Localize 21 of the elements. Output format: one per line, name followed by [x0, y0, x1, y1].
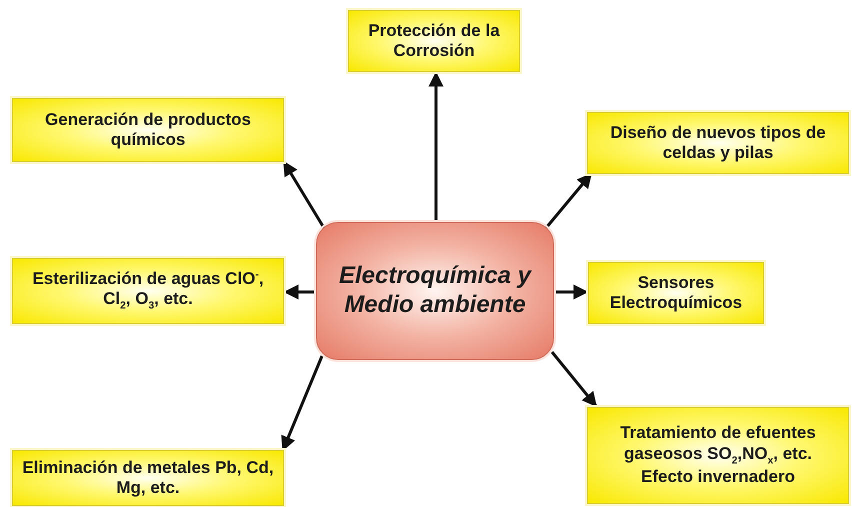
- arrow: [428, 72, 444, 222]
- arrow: [282, 160, 326, 229]
- arrow: [550, 351, 598, 408]
- topic-label: Generación de productos químicos: [44, 110, 252, 150]
- topic-label: Diseño de nuevos tipos de celdas y pilas: [609, 122, 827, 164]
- topic-label: Esterilización de aguas ClO$^{-}$, Cl$_{2}$, O$_{3}$, etc.: [31, 268, 265, 313]
- topic-box: [588, 262, 764, 324]
- central-topic-label: Electroquímica y Medio ambiente: [338, 262, 533, 320]
- arrow: [284, 284, 316, 300]
- central-topic-box: [316, 222, 554, 360]
- topic-box: [12, 98, 284, 162]
- arrow: [554, 284, 588, 300]
- topic-label: Sensores Electroquímicos: [608, 272, 744, 314]
- topic-box: [12, 258, 284, 324]
- topic-box: [348, 10, 520, 72]
- topic-box: [587, 407, 849, 504]
- topic-label: Tratamiento de efuentes gaseosos SO$_{2}$,NO$_{x}$, etc. Efecto invernadero: [619, 423, 817, 488]
- topic-label: Eliminación de metales Pb, Cd, Mg, etc.: [21, 458, 275, 498]
- topic-box: [12, 450, 284, 506]
- topic-label: Protección de la Corrosión: [367, 20, 501, 62]
- topic-box: [587, 112, 849, 174]
